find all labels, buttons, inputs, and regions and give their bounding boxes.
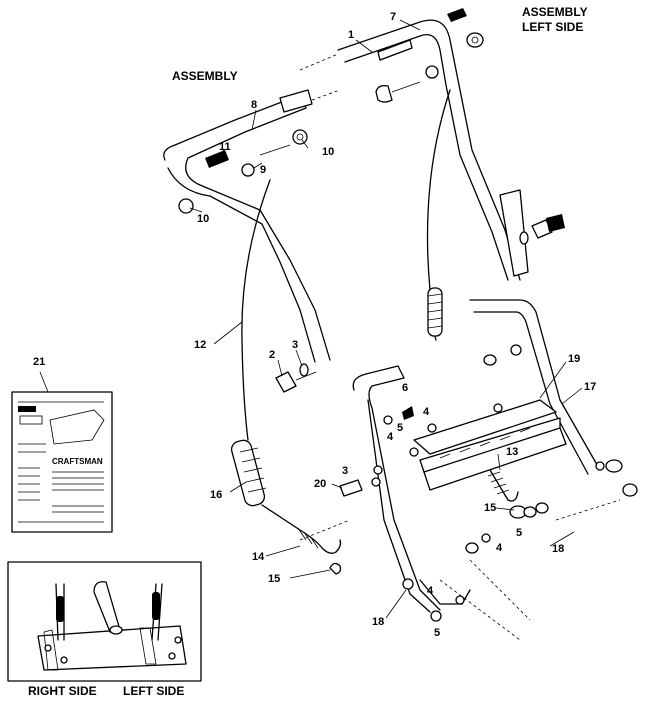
caption-right-side: RIGHT SIDE: [28, 684, 97, 698]
step-plate-19: [409, 399, 567, 491]
callout-13: 13: [506, 446, 518, 458]
callout-4-d: 4: [427, 585, 434, 597]
callout-10-left: 10: [197, 213, 209, 225]
callout-12: 12: [194, 339, 206, 351]
callout-11: 11: [219, 141, 231, 153]
upper-handle-right: [299, 8, 565, 281]
spring-rod-14: [261, 504, 337, 554]
callout-7: 7: [390, 11, 396, 23]
spring-14-coils: [297, 527, 319, 549]
callout-10-top: 10: [322, 146, 334, 158]
owners-manual-21: CRAFTSMAN: [11, 391, 113, 533]
hardware-small: [299, 344, 638, 641]
hook-15-left: [329, 562, 342, 575]
callout-5-c: 5: [434, 627, 440, 639]
callout-17: 17: [584, 381, 596, 393]
callout-16: 16: [210, 489, 222, 501]
spring-16: [230, 439, 267, 507]
callout-2: 2: [269, 349, 275, 361]
callout-3-bottom: 3: [342, 465, 348, 477]
callout-19: 19: [568, 353, 580, 365]
bolt-2: [275, 371, 297, 393]
heading-assembly-left-side-2: LEFT SIDE: [522, 20, 583, 34]
leader-lines: [39, 19, 583, 619]
callout-3-top: 3: [292, 339, 298, 351]
upper-handle-left: [163, 89, 341, 363]
callout-4-c: 4: [496, 542, 503, 554]
callout-15-right: 15: [484, 502, 496, 514]
caption-left-side: LEFT SIDE: [123, 684, 184, 698]
callout-21: 21: [33, 356, 45, 368]
callout-18-right: 18: [552, 543, 564, 555]
heading-assembly-left-side-1: ASSEMBLY: [522, 5, 588, 19]
heading-assembly: ASSEMBLY: [172, 69, 238, 83]
spring-13: [487, 469, 519, 502]
callout-14: 14: [252, 551, 265, 563]
callout-5-b: 5: [516, 527, 522, 539]
control-cable-left: [241, 179, 271, 441]
callout-8: 8: [251, 99, 257, 111]
callout-1: 1: [348, 29, 354, 41]
callout-5-a: 5: [397, 422, 403, 434]
inset-view: [7, 561, 202, 682]
callout-4-b: 4: [387, 431, 394, 443]
lower-handle-frame: [352, 299, 605, 613]
callout-18-bottom: 18: [372, 616, 384, 628]
callout-9: 9: [260, 164, 266, 176]
callout-15-left: 15: [268, 573, 280, 585]
callout-4-a: 4: [423, 406, 430, 418]
manual-brand: CRAFTSMAN: [52, 457, 103, 466]
callout-6: 6: [402, 382, 408, 394]
callout-20: 20: [314, 478, 326, 490]
spring-coils-right-upper: [427, 293, 443, 329]
